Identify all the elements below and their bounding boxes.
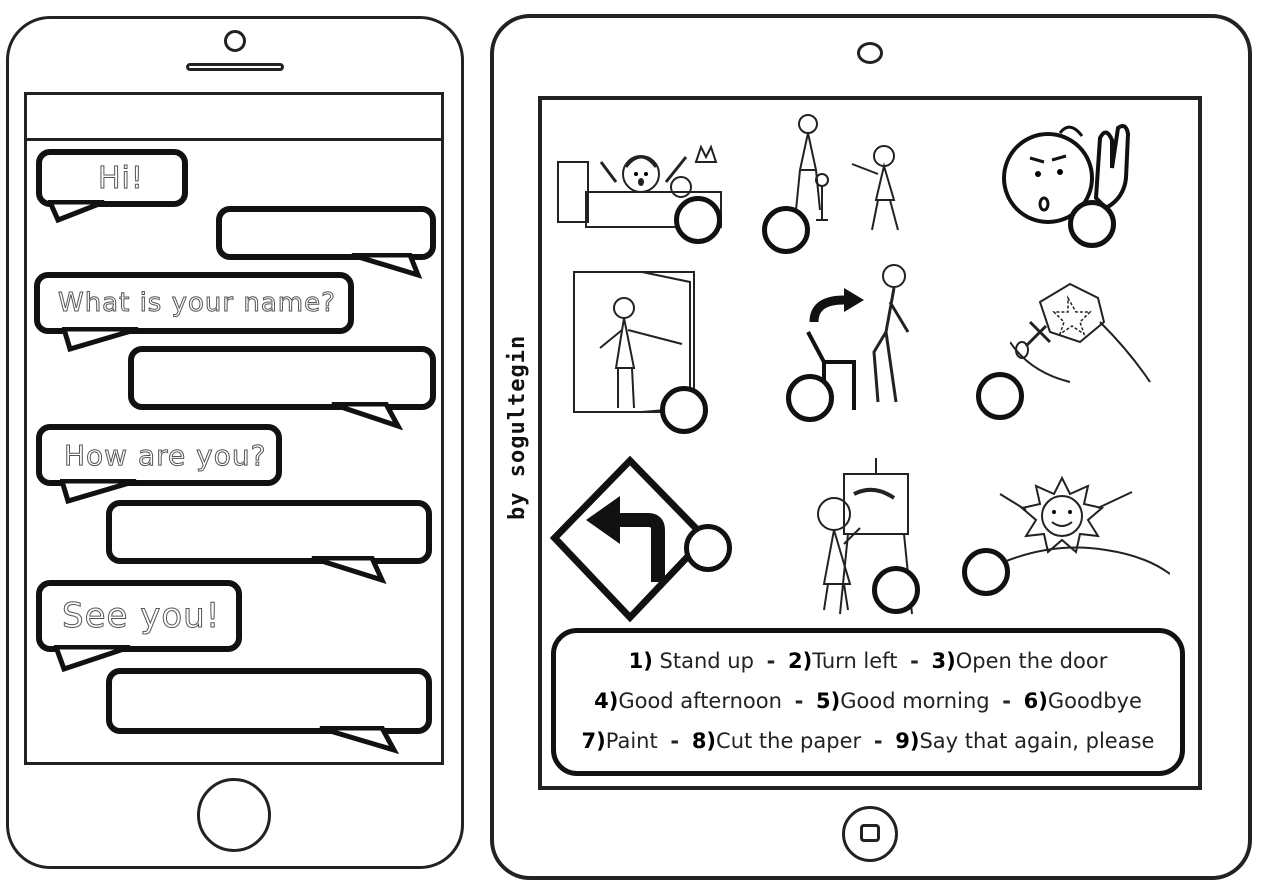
key-number: 5) (816, 689, 841, 713)
key-number: 4) (594, 689, 619, 713)
key-phrase: Paint (605, 729, 658, 753)
key-number: 9) (895, 729, 920, 753)
key-separator: - (1002, 689, 1011, 713)
answer-circle[interactable] (872, 566, 920, 614)
chat-bubble-left: What is your name? (34, 272, 354, 334)
chat-bubble-right-empty[interactable] (128, 346, 436, 410)
phone-home-button[interactable] (197, 778, 271, 852)
answer-circle[interactable] (684, 524, 732, 572)
key-separator: - (670, 729, 680, 753)
bubble-tail-icon (48, 200, 105, 224)
key-number: 6) (1023, 689, 1048, 713)
bubble-tail-icon (62, 327, 139, 353)
answer-circle[interactable] (976, 372, 1024, 420)
bubble-tail-icon (331, 402, 404, 430)
chat-bubble-right-empty[interactable] (106, 668, 432, 734)
key-separator: - (873, 729, 883, 753)
waking-up-child-icon (557, 144, 722, 228)
key-separator: - (766, 649, 776, 673)
key-line: 4)Good afternoon - 5)Good morning - 6)Go… (556, 689, 1180, 713)
bubble-tail-icon (60, 479, 137, 505)
bubble-tail-icon (351, 253, 423, 279)
answer-key-box: 1) Stand up - 2)Turn left - 3)Open the d… (551, 628, 1185, 776)
key-phrase: Good morning (840, 689, 990, 713)
tablet-camera-icon (857, 42, 883, 64)
author-signature: by sogultegin (505, 334, 530, 520)
answer-circle[interactable] (762, 206, 810, 254)
cut-paper-icon (1010, 282, 1151, 383)
answer-circle[interactable] (962, 548, 1010, 596)
bubble-tail-icon (54, 645, 131, 673)
key-phrase: Good afternoon (618, 689, 782, 713)
bubble-text: What is your name? (58, 288, 336, 319)
answer-circle[interactable] (660, 386, 708, 434)
key-line: 7)Paint - 8)Cut the paper - 9)Say that a… (556, 729, 1180, 753)
turn-left-sign-icon (550, 456, 710, 622)
key-phrase: Cut the paper (716, 729, 862, 753)
tablet-home-square-icon (860, 824, 880, 842)
chat-bubble-left: See you! (36, 580, 242, 652)
tablet-home-button[interactable] (842, 806, 898, 862)
bubble-text: How are you? (63, 438, 267, 472)
stand-up-chair-icon (806, 264, 910, 410)
confused-face-icon (1002, 124, 1131, 224)
chat-bubble-left: How are you? (36, 424, 282, 486)
key-number: 7) (581, 729, 606, 753)
key-phrase: Open the door (955, 649, 1108, 673)
key-separator: - (794, 689, 804, 713)
bubble-tail-icon (319, 726, 400, 754)
key-number: 2) (788, 649, 813, 673)
bubble-tail-icon (311, 556, 387, 584)
key-line: 1) Stand up - 2)Turn left - 3)Open the d… (556, 649, 1180, 673)
phone-status-bar (24, 92, 444, 141)
answer-circle[interactable] (786, 374, 834, 422)
key-phrase: Stand up (652, 649, 754, 673)
key-phrase: Goodbye (1047, 689, 1142, 713)
phone-camera-icon (224, 30, 246, 52)
key-phrase: Turn left (812, 649, 898, 673)
key-number: 1) (628, 649, 653, 673)
greeting-people-icon (795, 114, 899, 231)
phone-speaker-icon (186, 63, 284, 71)
key-number: 3) (931, 649, 956, 673)
chat-bubble-right-empty[interactable] (216, 206, 436, 260)
chat-bubble-left: Hi! (36, 149, 188, 207)
answer-circle[interactable] (674, 196, 722, 244)
bubble-text: Hi! (98, 160, 144, 196)
key-number: 8) (691, 729, 717, 753)
chat-bubble-right-empty[interactable] (106, 500, 432, 564)
sun-goodbye-icon (986, 475, 1170, 575)
key-phrase: Say that again, please (919, 729, 1155, 753)
bubble-text: See you! (61, 596, 221, 637)
key-separator: - (910, 649, 919, 673)
answer-circle[interactable] (1068, 200, 1116, 248)
